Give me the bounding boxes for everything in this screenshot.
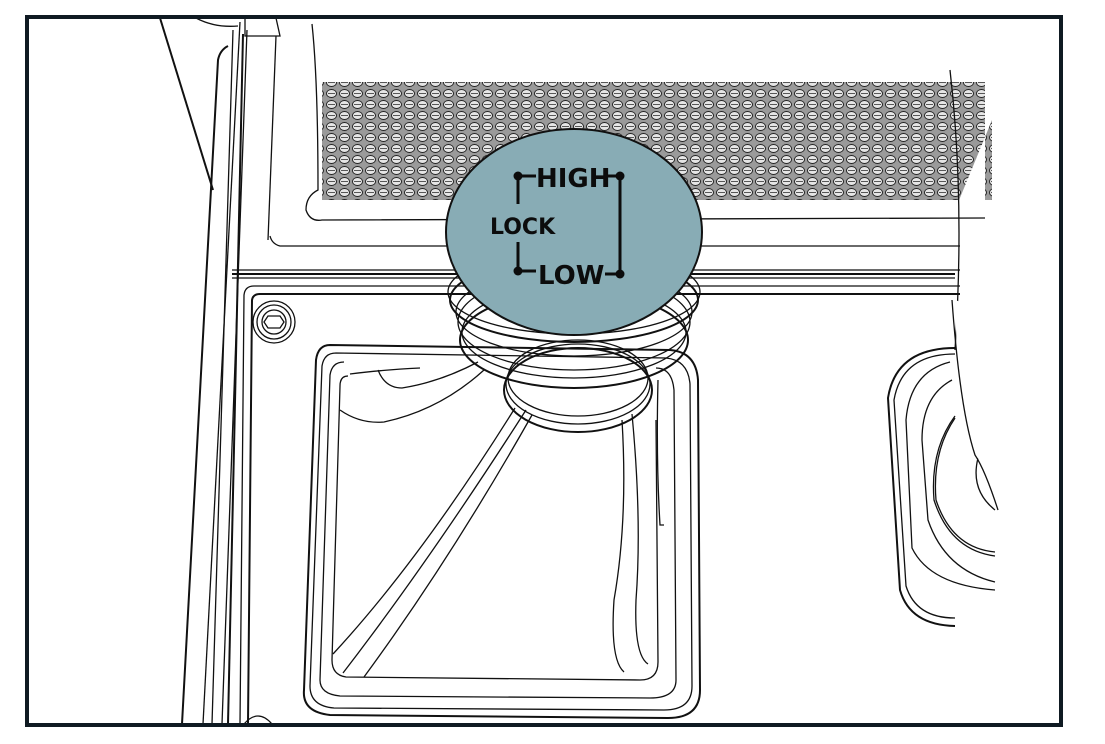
lower-panel <box>239 285 960 724</box>
label-low: LOW <box>538 261 604 291</box>
figure-frame <box>25 15 1063 727</box>
bottom-screw <box>243 715 273 724</box>
label-high: HIGH <box>536 164 611 194</box>
left-panel-edge <box>159 18 281 724</box>
shift-knob[interactable]: HIGH LOCK LOW <box>445 128 703 336</box>
label-lock: LOCK <box>490 215 556 240</box>
screw-icon <box>252 300 296 344</box>
right-cup <box>886 299 1000 627</box>
shifter-boot-cup <box>302 343 702 720</box>
